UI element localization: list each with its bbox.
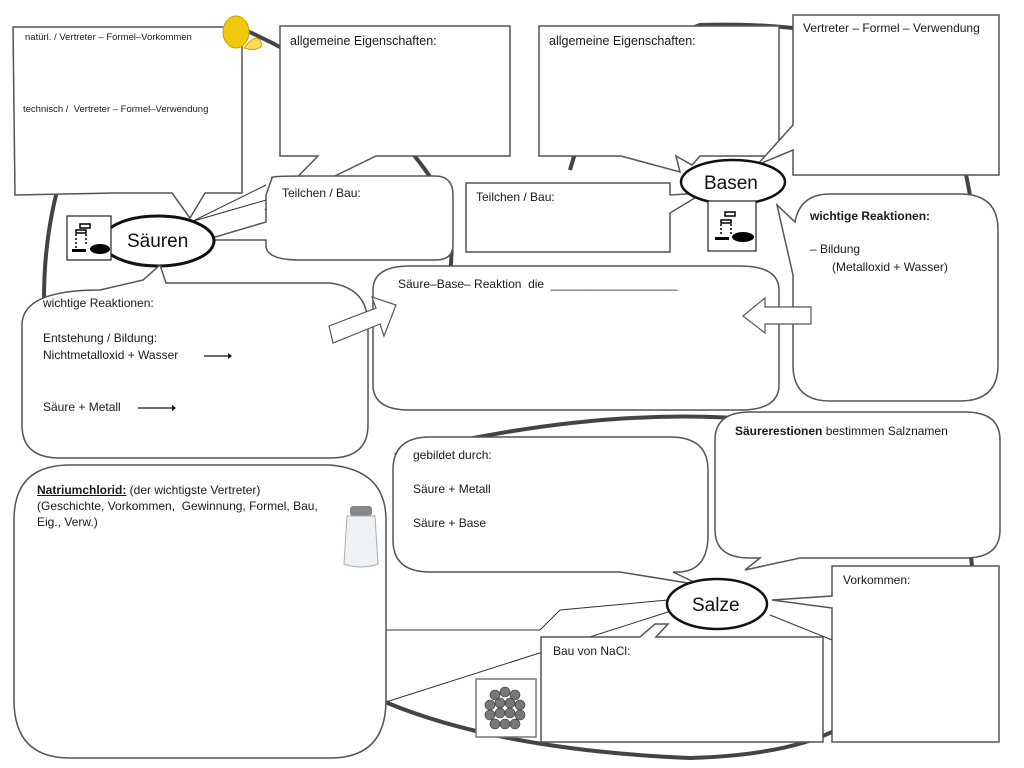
- salts-hub-ellipse: [665, 577, 769, 631]
- formed-by-title: gebildet durch:: [413, 448, 492, 462]
- acids-particles-label: Teilchen / Bau:: [282, 186, 361, 200]
- nacl-subtitle: (der wichtigste Vertreter): [126, 483, 261, 497]
- bases-properties-box: [538, 25, 780, 174]
- crystal-lattice-icon: [484, 686, 526, 730]
- bases-reactions-line2: (Metalloxid + Wasser): [832, 260, 948, 274]
- acids-technical-representatives: technisch / Vertreter – Formel–Verwendun…: [23, 104, 209, 115]
- acids-reactions-box: [21, 263, 369, 459]
- occurrence-label: Vorkommen:: [843, 573, 911, 587]
- acid-residue-rest: bestimmen Salznamen: [822, 424, 948, 438]
- base-to-neutralization-arrow: [742, 296, 812, 335]
- acids-hub-label: Säuren: [127, 231, 189, 252]
- acids-formation-equation: Nichtmetalloxid + Wasser: [43, 348, 179, 362]
- bases-representatives-label: Vertreter – Formel – Verwendung: [803, 21, 980, 35]
- nacl-topics-line: (Geschichte, Vorkommen, Gewinnung, Forme…: [37, 499, 318, 513]
- acid-to-neutralization-arrow: [328, 296, 397, 344]
- neutralization-box: [372, 265, 780, 411]
- acids-reactions-title: wichtige Reaktionen:: [43, 296, 154, 310]
- bases-reactions-line1: – Bildung: [810, 242, 861, 256]
- lemon-icon: [222, 15, 263, 50]
- nacl-structure-label: Bau von NaCl:: [553, 644, 631, 658]
- acid-residue-box: [714, 411, 1001, 571]
- bases-reactions-title: wichtige Reaktionen:: [810, 209, 931, 223]
- nacl-structure-box: [540, 623, 824, 743]
- bases-representatives-box: [756, 14, 1000, 176]
- corrosive-hazard-icon: [715, 211, 754, 242]
- nacl-heading: Natriumchlorid: (der wichtigste Vertrete…: [37, 482, 260, 498]
- bases-hub-label: Basen: [704, 173, 758, 194]
- nacl-topics-line2: Eig., Verw.): [37, 515, 98, 529]
- bases-reactions-box: [775, 193, 999, 402]
- formed-by-acid-base: Säure + Base: [413, 516, 487, 530]
- acids-properties-label: allgemeine Eigenschaften:: [290, 34, 437, 48]
- acid-residue-label: Säurerestionen bestimmen Salznamen: [735, 423, 948, 439]
- acids-formation-title: Entstehung / Bildung:: [43, 331, 158, 345]
- formed-by-acid-metal: Säure + Metall: [413, 482, 491, 496]
- bases-hazard-frame: [707, 200, 757, 252]
- nacl-box: [13, 464, 387, 759]
- salts-formed-by-box: [392, 436, 709, 586]
- bases-particles-box: [465, 182, 704, 253]
- corrosive-hazard-icon: [72, 223, 110, 254]
- occurrence-box: [771, 565, 1000, 743]
- acids-natural-representatives: natürl. / Vertreter – Formel–Vorkommen: [25, 32, 192, 43]
- salts-hub-label: Salze: [692, 595, 740, 616]
- nacl-title: Natriumchlorid:: [37, 483, 127, 497]
- salt-shaker-icon: [343, 506, 379, 568]
- acids-representatives-box: [12, 26, 243, 220]
- bases-particles-label: Teilchen / Bau:: [476, 190, 555, 204]
- acids-particles-box: [204, 175, 454, 261]
- acids-metal-equation: Säure + Metall: [43, 400, 121, 414]
- acid-residue-bold: Säurerestionen: [735, 424, 823, 438]
- neutralization-label: Säure–Base– Reaktion die _______________…: [398, 277, 678, 291]
- bases-properties-label: allgemeine Eigenschaften:: [549, 34, 696, 48]
